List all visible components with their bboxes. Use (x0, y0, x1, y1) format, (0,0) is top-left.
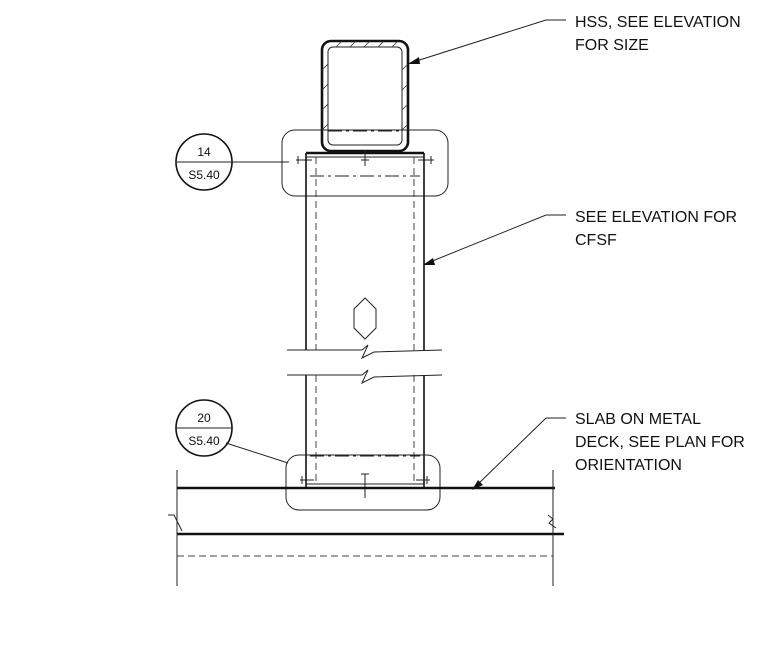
hss-section (320, 39, 410, 153)
slab-note-line-3: ORIENTATION (575, 457, 682, 474)
top-track (296, 150, 434, 177)
cfsf-stud-wall (305, 153, 425, 488)
detail-tag-bottom-sheet: S5.40 (188, 434, 220, 448)
top-connection-callout-outline (281, 129, 449, 197)
cfsf-note-line-1: SEE ELEVATION FOR (575, 209, 737, 226)
detail-tag-top[interactable]: 14 S5.40 (175, 133, 233, 191)
hss-note-line-2: FOR SIZE (575, 37, 649, 54)
bottom-track (300, 455, 430, 498)
slab-note-line-2: DECK, SEE PLAN FOR (575, 434, 745, 451)
break-lines (287, 344, 443, 385)
detail-tag-top-sheet: S5.40 (188, 168, 220, 182)
leader-lines (225, 19, 566, 490)
detail-tag-bottom[interactable]: 20 S5.40 (175, 399, 233, 457)
detail-tag-bottom-number: 20 (197, 411, 211, 425)
detail-tag-top-number: 14 (197, 145, 211, 159)
hss-note-line-1: HSS, SEE ELEVATION (575, 14, 741, 31)
cfsf-note-line-2: CFSF (575, 232, 617, 249)
bottom-connection-callout-outline (285, 454, 441, 511)
slab-on-metal-deck (168, 470, 564, 586)
slab-note-line-1: SLAB ON METAL (575, 411, 701, 428)
